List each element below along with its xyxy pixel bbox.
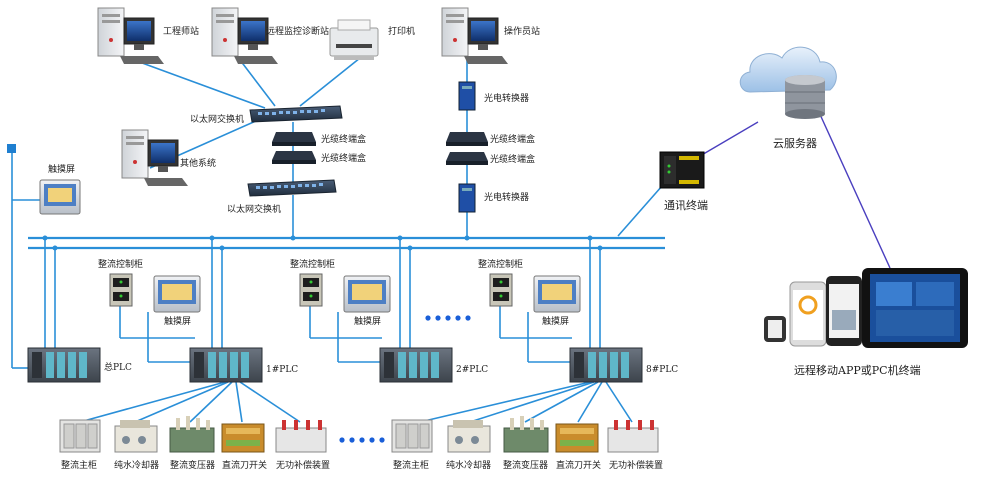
dev-label-left-4: 无功补偿装置 [276,459,330,471]
plc-2[interactable] [379,347,453,383]
ethernet-switch-bottom[interactable] [247,179,337,197]
fiber-box-2-label: 光缆终端盒 [321,152,366,164]
touchscreen-main-label: 触摸屏 [48,163,75,175]
optical-converter-top-label: 光电转换器 [484,92,529,104]
remote-devices[interactable] [764,268,968,348]
touchscreen-1[interactable] [153,275,201,313]
dev-rectifier-main-cabinet-left[interactable] [59,419,101,453]
dev-label-left-0: 整流主柜 [61,459,97,471]
plc-8[interactable] [569,347,643,383]
touchscreen-1-label: 触摸屏 [164,315,191,327]
dev-pure-water-cooler-left[interactable] [114,420,158,453]
ethernet-switch-top-label: 以太网交换机 [190,113,244,125]
dev-label-right-0: 整流主柜 [393,459,429,471]
ellipsis-dots-devices [339,437,385,443]
touchscreen-main[interactable] [39,179,81,215]
cloud-server-label: 云服务器 [773,137,817,150]
network-wires [11,57,891,423]
dev-rectifier-transformer-left[interactable] [169,416,215,453]
plc-8-label: 8#PLC [646,365,678,375]
rect-cabinet-1[interactable] [109,273,133,307]
dev-rectifier-transformer-right[interactable] [503,416,549,453]
fiber-box-4[interactable] [446,152,488,165]
dev-reactive-compensator-left[interactable] [275,420,327,453]
operator-station-label: 操作员站 [504,25,540,37]
printer-label: 打印机 [388,25,415,37]
fiber-box-3[interactable] [446,132,488,146]
dev-label-right-3: 直流刀开关 [556,459,601,471]
engineer-station[interactable] [97,7,164,64]
dev-label-left-1: 纯水冷却器 [114,459,159,471]
ellipsis-dots-cabinets [425,315,471,321]
operator-station[interactable] [441,7,508,64]
dev-label-right-2: 整流变压器 [503,459,548,471]
rect-cabinet-2[interactable] [299,273,323,307]
touchscreen-2[interactable] [343,275,391,313]
other-system-label: 其他系统 [180,157,216,169]
dev-label-right-4: 无功补偿装置 [609,459,663,471]
optical-converter-bottom-label: 光电转换器 [484,191,529,203]
remote-diag-station-label: 远程监控诊断站 [266,25,329,37]
dev-rectifier-main-cabinet-right[interactable] [391,419,433,453]
engineer-station-label: 工程师站 [163,25,199,37]
dev-label-left-2: 整流变压器 [170,459,215,471]
plc-main-label: 总PLC [104,361,132,373]
optical-converter-bottom[interactable] [458,183,476,213]
rect-cabinet-2-label: 整流控制柜 [290,258,335,270]
plc-main[interactable] [27,347,101,383]
comm-terminal-label: 通讯终端 [664,198,708,212]
left-riser-marker [7,144,16,153]
other-system-station[interactable] [121,129,188,186]
comm-terminal[interactable] [659,151,705,189]
dev-label-right-1: 纯水冷却器 [446,459,491,471]
fiber-box-1-label: 光缆终端盒 [321,133,366,145]
remote-diag-station[interactable] [211,7,278,64]
fiber-box-1[interactable] [272,132,316,146]
plc-1[interactable] [189,347,263,383]
touchscreen-3-label: 触摸屏 [542,315,569,327]
cloud-server[interactable] [739,46,837,119]
fiber-box-2[interactable] [272,151,316,164]
dev-reactive-compensator-right[interactable] [607,420,659,453]
ethernet-switch-top[interactable] [249,105,343,123]
fiber-box-4-label: 光缆终端盒 [490,153,535,165]
dev-label-left-3: 直流刀开关 [222,459,267,471]
dev-dc-knife-switch-left[interactable] [221,423,265,453]
remote-terminal-label: 远程移动APP或PC机终端 [794,363,921,377]
ethernet-switch-bottom-label: 以太网交换机 [227,203,281,215]
optical-converter-top[interactable] [458,81,476,111]
touchscreen-3[interactable] [533,275,581,313]
dev-dc-knife-switch-right[interactable] [555,423,599,453]
printer[interactable] [329,19,379,60]
dev-pure-water-cooler-right[interactable] [447,420,491,453]
rect-cabinet-3[interactable] [489,273,513,307]
rect-cabinet-3-label: 整流控制柜 [478,258,523,270]
rect-cabinet-1-label: 整流控制柜 [98,258,143,270]
fiber-box-3-label: 光缆终端盒 [490,133,535,145]
touchscreen-2-label: 触摸屏 [354,315,381,327]
plc-2-label: 2#PLC [456,365,488,375]
plc-1-label: 1#PLC [266,365,298,375]
